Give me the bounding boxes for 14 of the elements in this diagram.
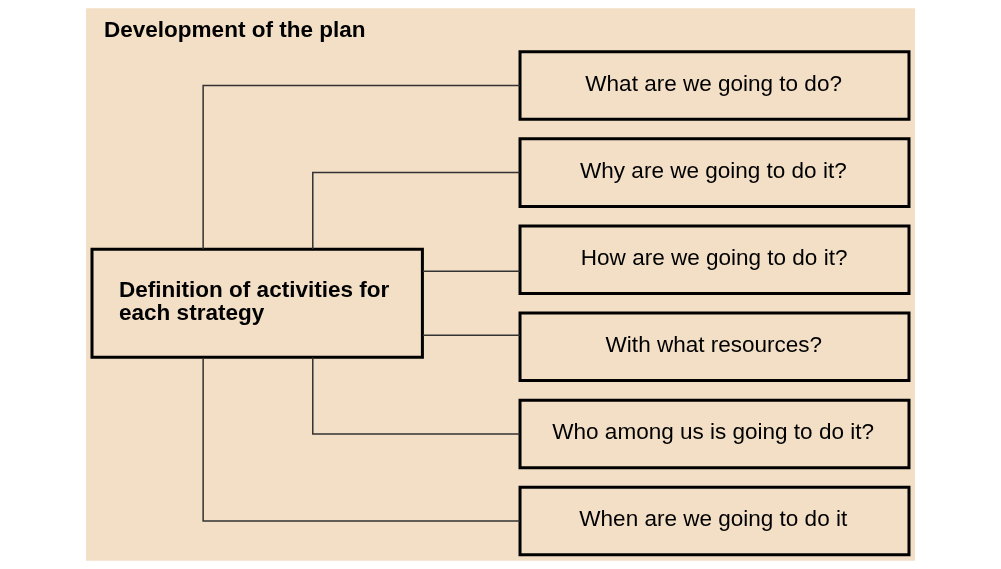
node-box: With what resources? [518, 311, 911, 383]
connector [202, 84, 521, 250]
diagram-title: Development of the plan [104, 16, 366, 42]
connector [312, 171, 521, 250]
node-box: What are we going to do? [518, 50, 911, 121]
node-box: How are we going to do it? [518, 224, 911, 295]
connector [312, 356, 521, 435]
node-box: Why are we going to do it? [518, 137, 911, 208]
node-box: Who among us is going to do it? [518, 398, 911, 470]
connector [422, 334, 521, 336]
node-box: Definition of activities for each strategy [90, 247, 424, 359]
connector [422, 270, 521, 273]
connector [202, 356, 521, 522]
node-box: When are we going to do it [518, 485, 911, 557]
